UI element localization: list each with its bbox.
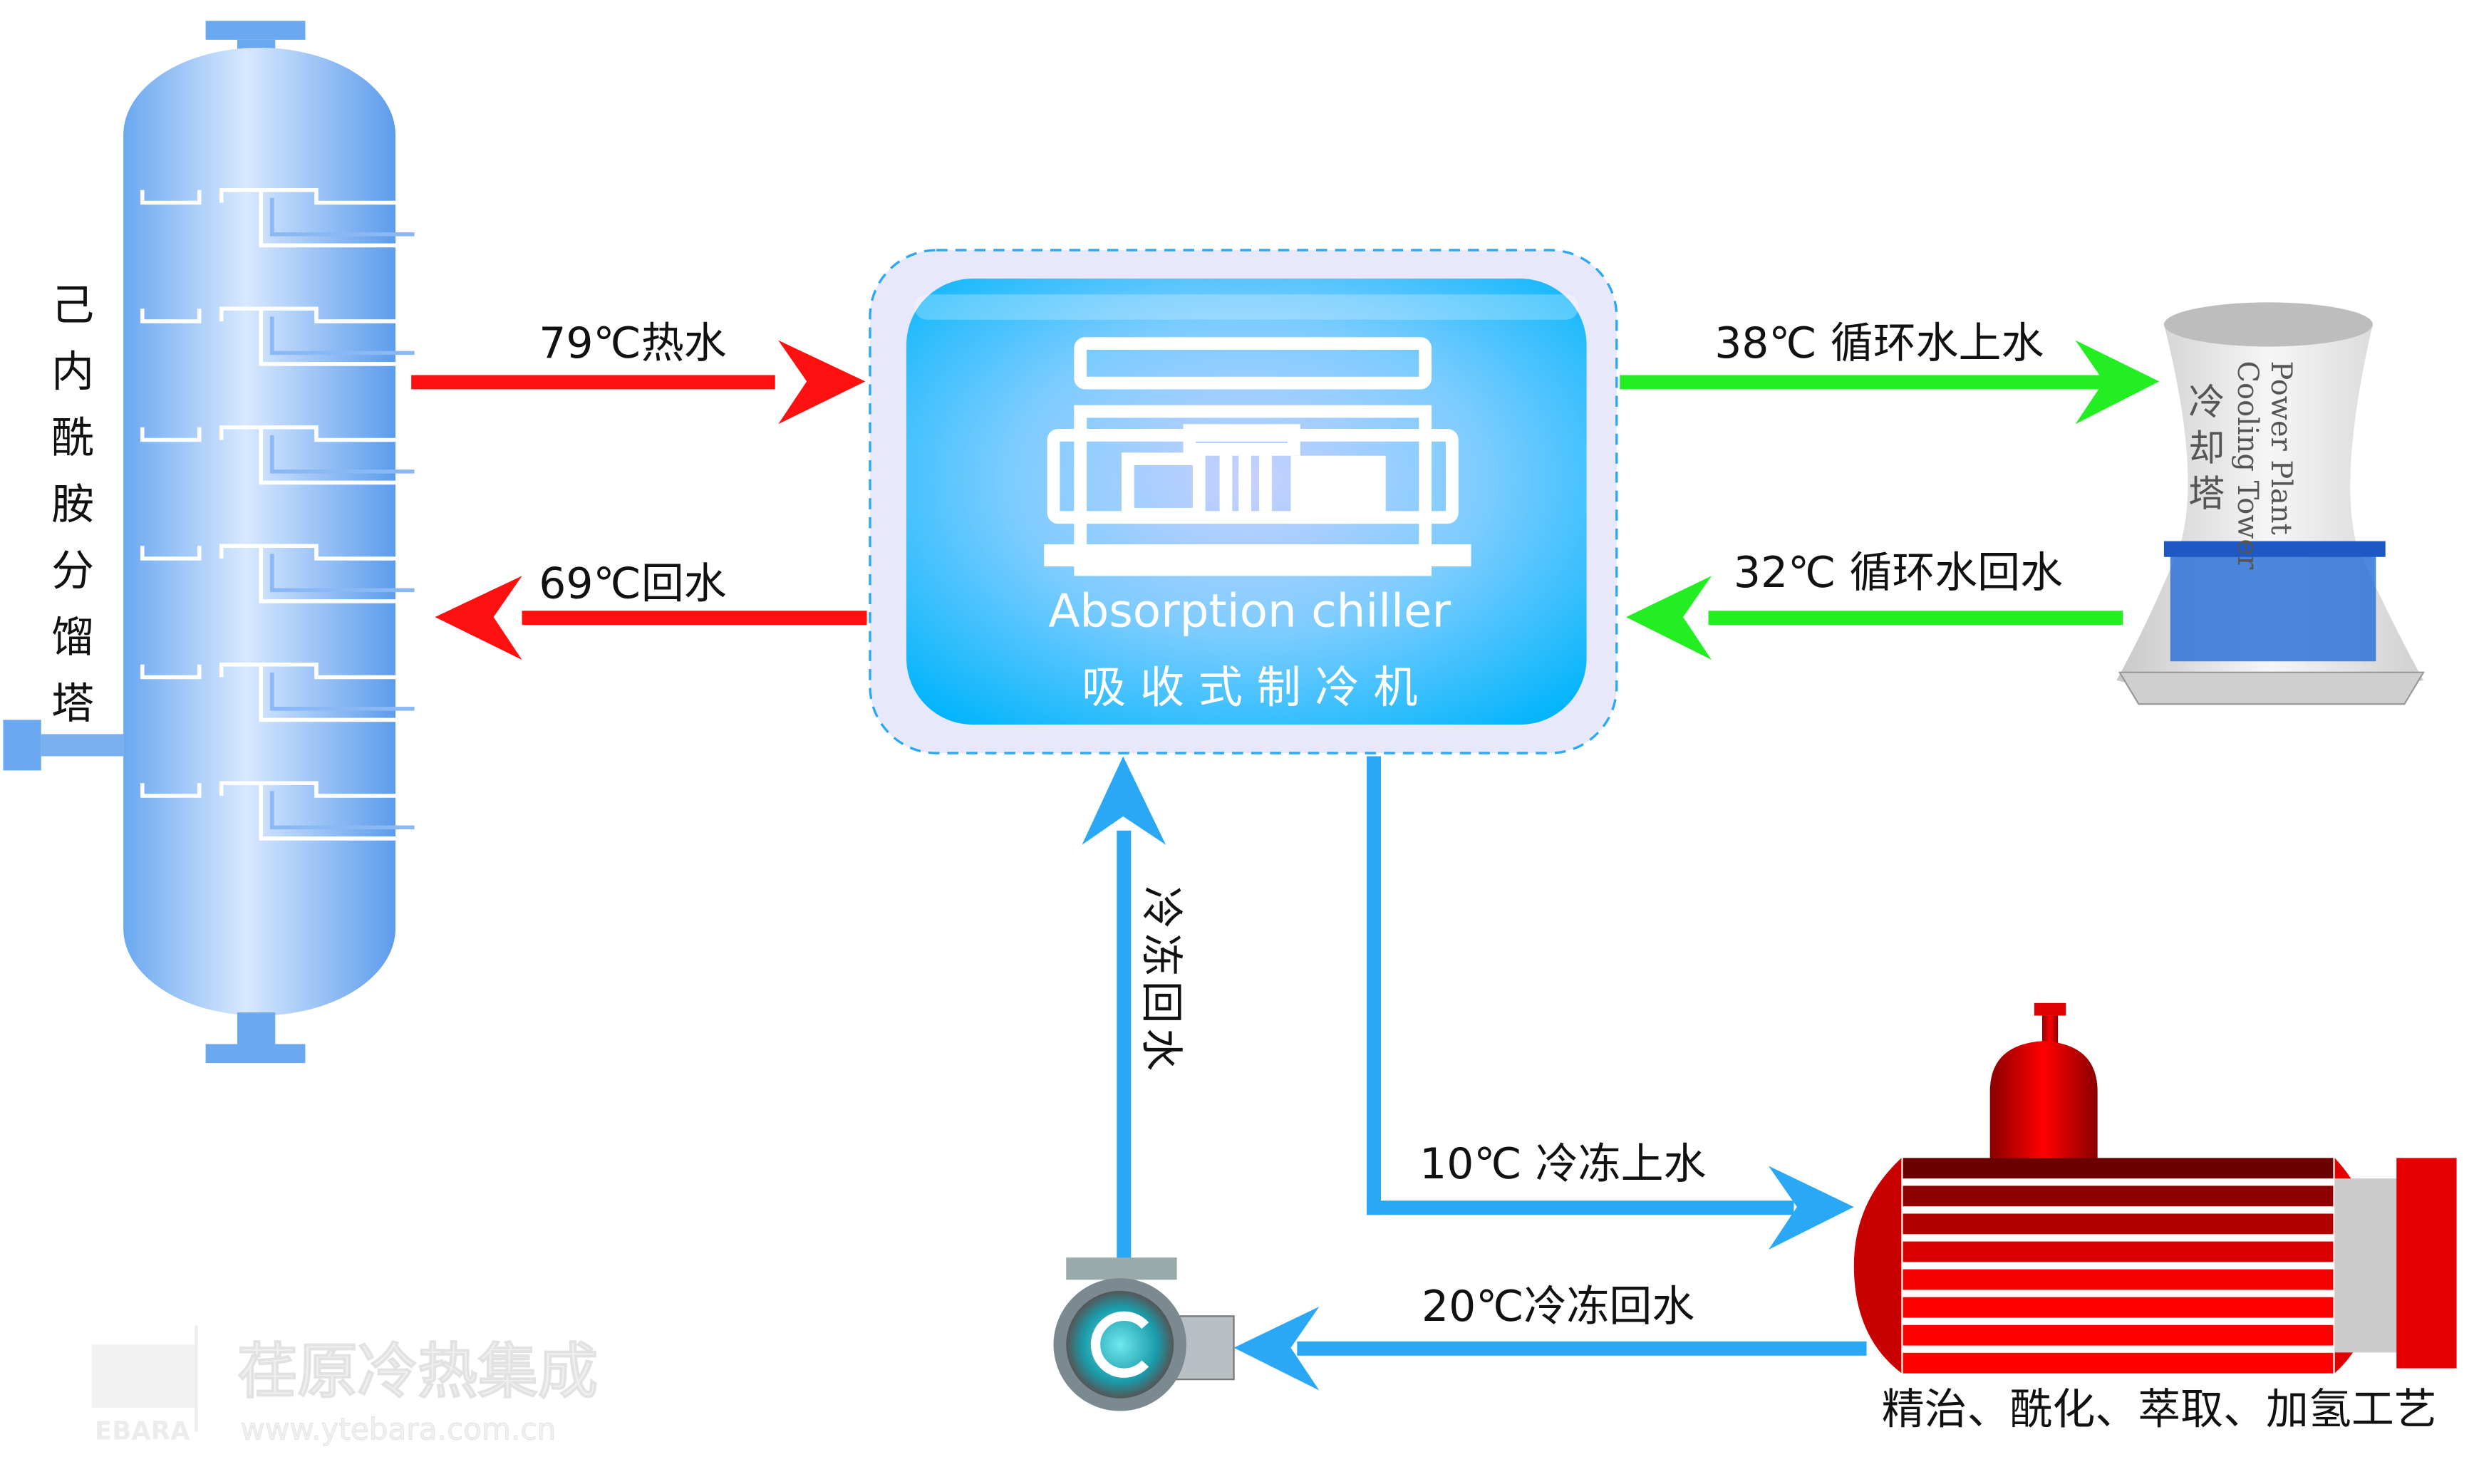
- chiller-title-cn: 吸 收 式 制 冷 机: [1082, 661, 1418, 713]
- watermark-company: 荏原冷热集成: [237, 1337, 598, 1406]
- distillation-column: [3, 21, 415, 1064]
- heat-exchanger-tube: [1903, 1352, 2334, 1374]
- chilled-water-return-vertical-label: 冷冻回水: [1136, 886, 1186, 1072]
- chilled-water-return-arrow: [1082, 756, 1166, 1282]
- ebara-watermark-logo: EBARA 荏原冷热集成 www.ytebara.com.cn: [91, 1325, 599, 1447]
- column-trays: [140, 187, 415, 841]
- hot-water-return-label: 69℃回水: [539, 559, 726, 608]
- column-tray: [140, 662, 415, 722]
- column-tray: [140, 306, 415, 366]
- chilled-water-return-bottom-arrow: [1233, 1307, 1867, 1391]
- cooling-tower-cn-label: 冷却塔: [2188, 382, 2225, 516]
- cooling-tower-cn-char: 冷: [2188, 382, 2225, 424]
- column-label-char: 酰: [51, 413, 94, 463]
- heat-exchanger-tube: [1903, 1185, 2334, 1207]
- chilled-water-return-char: 冻: [1136, 933, 1186, 976]
- column-label-char: 分: [51, 546, 94, 596]
- pump-icon[interactable]: [1053, 1257, 1235, 1411]
- chilled-water-return-char: 回: [1136, 981, 1186, 1024]
- chilled-water-supply-label: 10℃ 冷冻上水: [1419, 1139, 1706, 1189]
- chilled-water-supply-arrow: [1367, 756, 1854, 1250]
- process-label: 精治、酰化、萃取、加氢工艺: [1882, 1384, 2437, 1434]
- cooling-tower-cn-char: 却: [2188, 427, 2225, 469]
- column-label-char: 内: [51, 347, 94, 397]
- cooling-water-supply-arrow: [1620, 340, 2160, 425]
- heat-exchanger-tube: [1903, 1324, 2334, 1346]
- cooling-water-return-arrow: [1626, 576, 2123, 660]
- column-tray: [140, 425, 415, 485]
- column-tray: [140, 781, 415, 841]
- column-tray: [140, 187, 415, 248]
- cooling-tower-en-line2: Cooling Tower: [2231, 360, 2264, 570]
- cooling-water-supply-label: 38℃ 循环水上水: [1714, 318, 2044, 368]
- heat-exchanger-tube: [1903, 1241, 2334, 1262]
- heat-exchanger-tube: [1903, 1213, 2334, 1235]
- process-heat-exchanger: [1853, 1002, 2457, 1374]
- chilled-water-return-char: 水: [1136, 1028, 1186, 1071]
- hot-water-return-arrow: [435, 576, 867, 660]
- hot-water-supply-arrow: [411, 340, 866, 425]
- chilled-water-return-label: 20℃冷冻回水: [1422, 1282, 1694, 1332]
- cooling-tower: 冷却塔 Power Plant Cooling Tower: [2116, 302, 2425, 705]
- heat-exchanger-tube: [1903, 1269, 2334, 1290]
- column-label-char: 胺: [51, 479, 94, 529]
- column-label-char: 塔: [51, 679, 94, 729]
- heat-exchanger-tube: [1903, 1297, 2334, 1318]
- column-label-char: 馏: [51, 613, 94, 663]
- cooling-tower-cn-char: 塔: [2188, 474, 2225, 516]
- hot-water-supply-label: 79℃热水: [539, 318, 726, 368]
- watermark-brand: EBARA: [95, 1416, 190, 1446]
- heat-exchanger-tube: [1903, 1158, 2334, 1179]
- cooling-water-return-label: 32℃ 循环水回水: [1734, 548, 2063, 598]
- chiller-machine-icon: [1047, 337, 1459, 576]
- cooling-tower-en-line1: Power Plant: [2265, 360, 2297, 534]
- chiller-title-en: Absorption chiller: [1048, 584, 1451, 638]
- column-tray: [140, 544, 415, 603]
- chilled-water-return-char: 冷: [1136, 886, 1186, 929]
- absorption-chiller[interactable]: Absorption chiller 吸 收 式 制 冷 机: [869, 249, 1618, 754]
- column-label-char: 己: [51, 281, 94, 331]
- watermark-url: www.ytebara.com.cn: [240, 1411, 556, 1446]
